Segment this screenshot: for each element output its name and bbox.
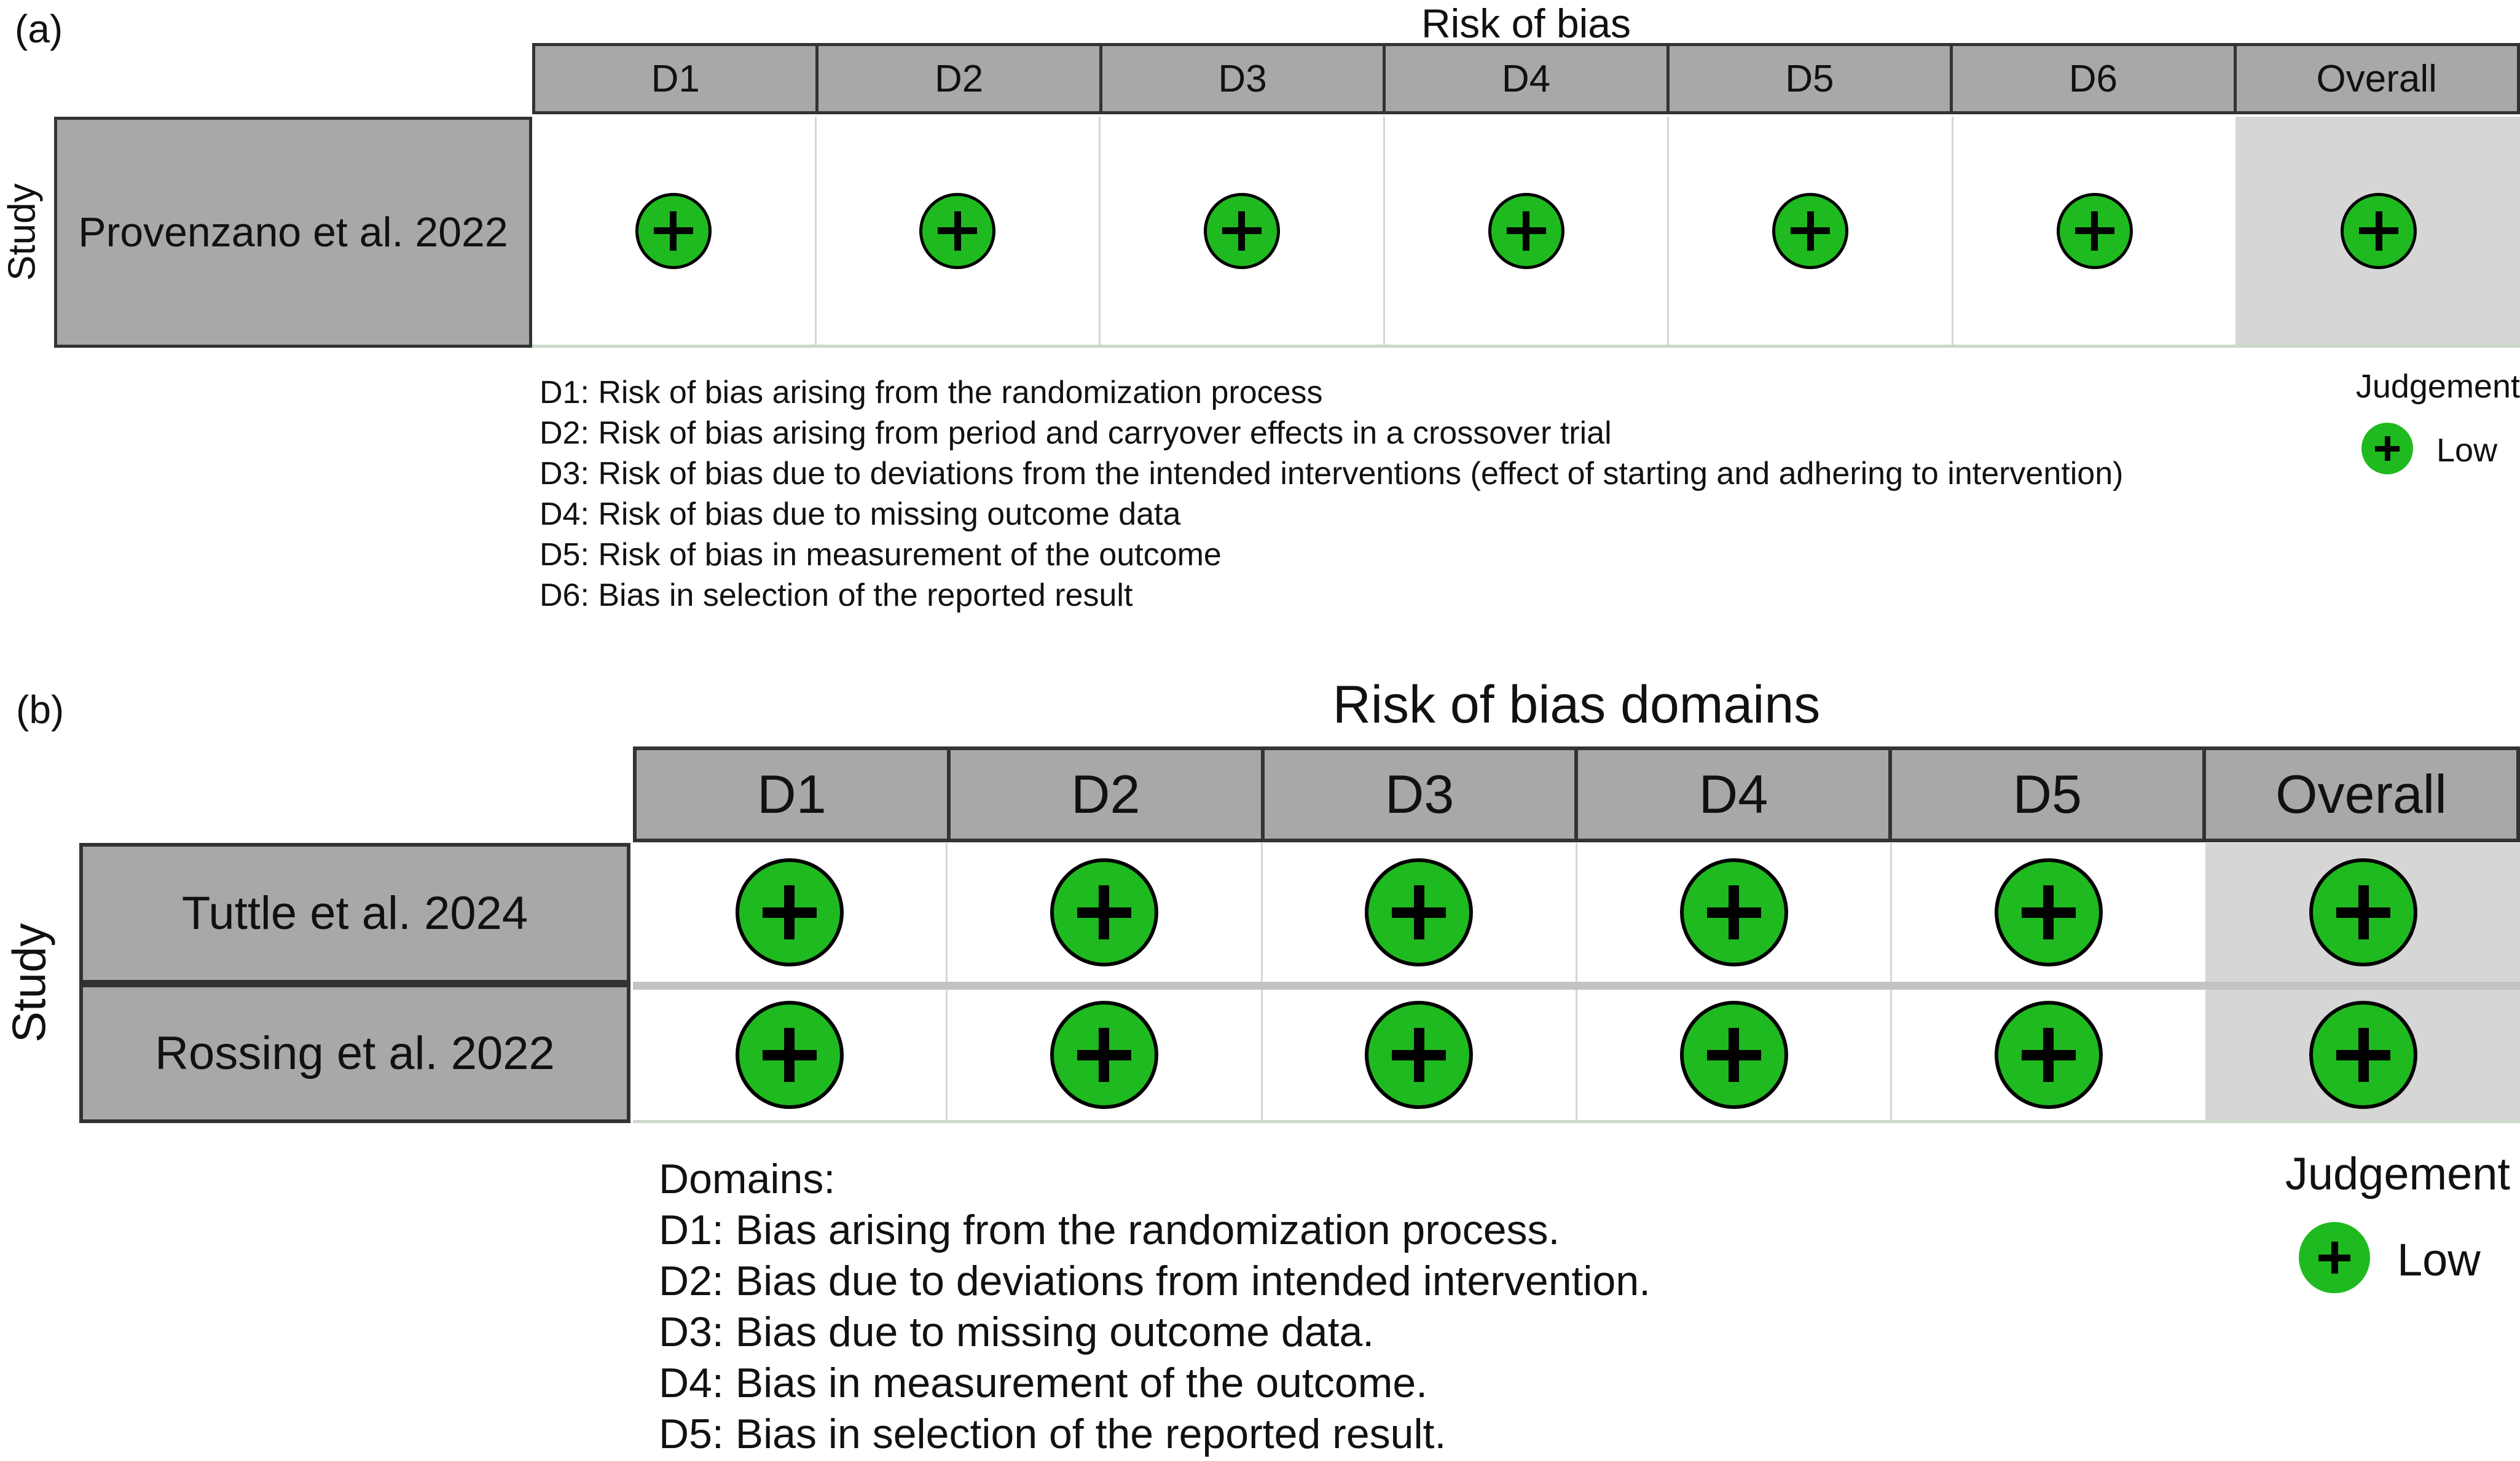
- panel-a-column-header-d3: D3: [1099, 46, 1383, 111]
- panel-b-study-label-tuttle: Tuttle et al. 2024: [79, 843, 630, 984]
- panel-a-cell-d5: [1667, 117, 1952, 345]
- panel-b-tuttle-cell-d5: [1890, 843, 2205, 982]
- panel-a-cell-d3: [1099, 117, 1383, 345]
- panel-a-column-header-d4: D4: [1383, 46, 1666, 111]
- panel-a-legend-title: Judgement: [2355, 368, 2520, 405]
- panel-a-row-provenzano: [532, 117, 2520, 348]
- panel-b-rossing-cell-overall: [2205, 990, 2520, 1120]
- panel-a-column-header-d5: D5: [1666, 46, 1950, 111]
- panel-b-header-row: D1 D2 D3 D4 D5 Overall: [633, 746, 2520, 842]
- panel-a-cell-d2: [814, 117, 1099, 345]
- low-risk-plus-icon: [919, 192, 996, 269]
- panel-b-tuttle-cell-overall: [2205, 843, 2520, 982]
- panel-a-cell-d1: [532, 117, 815, 345]
- panel-b-footnote-d5: D5: Bias in selection of the reported re…: [659, 1411, 1446, 1457]
- panel-a-header-row: D1 D2 D3 D4 D5 D6 Overall: [532, 43, 2520, 114]
- panel-b-column-header-d4: D4: [1574, 750, 1888, 839]
- panel-b-label: (b): [16, 687, 65, 732]
- panel-a-footnote-d6: D6: Bias in selection of the reported re…: [540, 578, 1133, 613]
- panel-b-rossing-cell-d2: [946, 990, 1261, 1120]
- panel-b-rossing-cell-d3: [1260, 990, 1576, 1120]
- panel-a-footnote-d4: D4: Risk of bias due to missing outcome …: [540, 496, 1181, 532]
- panel-a-study-label-provenzano: Provenzano et al. 2022: [54, 117, 532, 348]
- panel-b-column-header-d5: D5: [1888, 750, 2202, 839]
- panel-a-column-header-d6: D6: [1950, 46, 2233, 111]
- panel-b-row-separator: [633, 982, 2520, 990]
- low-risk-plus-icon: [1365, 858, 1474, 966]
- panel-a-study-axis-label: Study: [1, 183, 44, 281]
- panel-a-column-header-d1: D1: [651, 57, 700, 100]
- low-risk-plus-icon: [1772, 192, 1849, 269]
- low-risk-plus-icon: [2341, 192, 2417, 269]
- panel-a-footnotes: D1: Risk of bias arising from the random…: [540, 372, 2123, 616]
- panel-a-cell-d4: [1383, 117, 1668, 345]
- panel-b-title: Risk of bias domains: [1332, 675, 1821, 734]
- low-risk-plus-icon: [635, 192, 712, 269]
- low-risk-plus-icon: [2056, 192, 2133, 269]
- panel-b-column-header-d2: D2: [946, 750, 1261, 839]
- low-risk-plus-icon: [1050, 1001, 1158, 1109]
- panel-b-study-label-rossing: Rossing et al. 2022: [79, 984, 630, 1123]
- low-risk-plus-icon: [1679, 858, 1788, 966]
- low-risk-plus-icon: [735, 858, 844, 966]
- panel-b-column-header-d1: D1: [757, 764, 826, 825]
- low-risk-plus-icon: [1994, 1001, 2103, 1109]
- panel-a-footnote-d1: D1: Risk of bias arising from the random…: [540, 375, 1323, 410]
- legend-low-plus-icon: [2361, 423, 2413, 474]
- panel-b-rossing-cell-d5: [1890, 990, 2205, 1120]
- panel-a-cell-overall: [2235, 117, 2520, 345]
- panel-a-legend-low-label: Low: [2436, 432, 2498, 469]
- low-risk-plus-icon: [1488, 192, 1564, 269]
- panel-b-footnote-d2: D2: Bias due to deviations from intended…: [659, 1258, 1651, 1304]
- legend-low-plus-icon: [2299, 1222, 2370, 1293]
- panel-a-cell-d6: [1951, 117, 2236, 345]
- panel-b-footnote-domains: Domains:: [659, 1156, 836, 1202]
- panel-a-column-header-d2: D2: [815, 46, 1099, 111]
- panel-a-label: (a): [15, 7, 63, 51]
- panel-b-rossing-cell-d4: [1575, 990, 1891, 1120]
- low-risk-plus-icon: [1050, 858, 1158, 966]
- panel-b-tuttle-cell-d3: [1260, 843, 1576, 982]
- panel-b-column-header-overall: Overall: [2202, 750, 2516, 839]
- low-risk-plus-icon: [1365, 1001, 1474, 1109]
- panel-b-tuttle-cell-d4: [1575, 843, 1891, 982]
- panel-a-footnote-d5: D5: Risk of bias in measurement of the o…: [540, 537, 1222, 573]
- panel-b-tuttle-cell-d2: [946, 843, 1261, 982]
- panel-b-legend-low-label: Low: [2397, 1234, 2481, 1285]
- panel-a-footnote-d3: D3: Risk of bias due to deviations from …: [540, 456, 2124, 492]
- panel-a-footnote-d2: D2: Risk of bias arising from period and…: [540, 415, 1612, 451]
- low-risk-plus-icon: [1994, 858, 2103, 966]
- panel-b-rossing-cell-d1: [633, 990, 946, 1120]
- low-risk-plus-icon: [1679, 1001, 1788, 1109]
- panel-b-row-tuttle: [633, 843, 2520, 982]
- low-risk-plus-icon: [735, 1001, 844, 1109]
- low-risk-plus-icon: [2309, 1001, 2418, 1109]
- panel-b-row-rossing: [633, 990, 2520, 1123]
- panel-b-study-axis-label: Study: [3, 923, 56, 1043]
- panel-b-footnotes: Domains: D1: Bias arising from the rando…: [659, 1154, 1651, 1460]
- panel-b-footnote-d1: D1: Bias arising from the randomization …: [659, 1207, 1560, 1253]
- panel-b-column-header-d3: D3: [1260, 750, 1575, 839]
- panel-a-column-header-overall: Overall: [2233, 46, 2517, 111]
- panel-b-tuttle-cell-d1: [633, 843, 946, 982]
- panel-a-title: Risk of bias: [1421, 1, 1631, 46]
- panel-b-footnote-d4: D4: Bias in measurement of the outcome.: [659, 1360, 1428, 1406]
- low-risk-plus-icon: [2309, 858, 2418, 966]
- panel-b-footnote-d3: D3: Bias due to missing outcome data.: [659, 1309, 1375, 1355]
- panel-b-legend-title: Judgement: [2285, 1148, 2510, 1199]
- low-risk-plus-icon: [1203, 192, 1280, 269]
